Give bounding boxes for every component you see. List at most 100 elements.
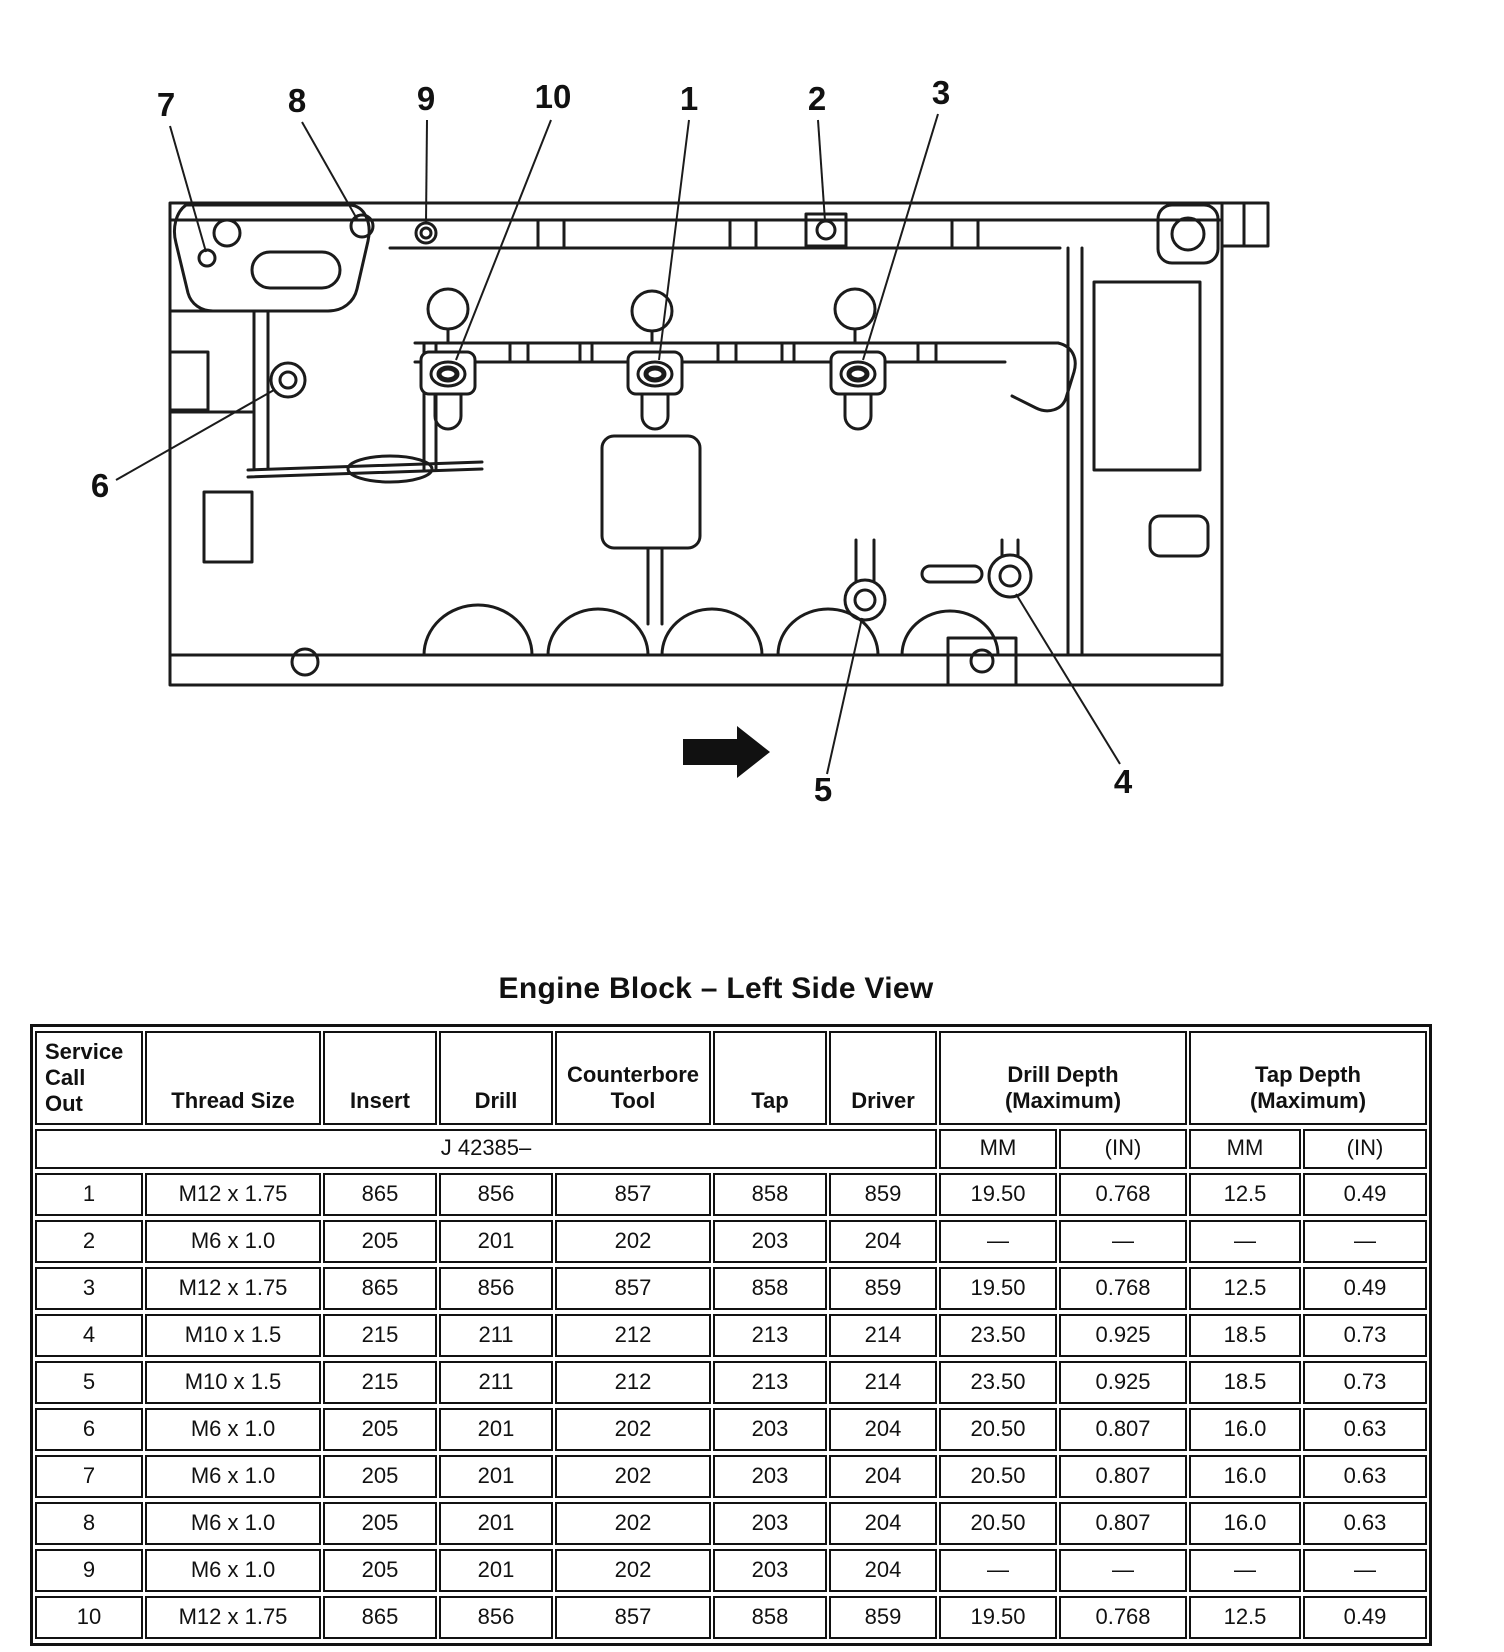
table-cell: — xyxy=(1189,1219,1301,1263)
table-cell: 20.50 xyxy=(939,1454,1057,1498)
table-cell: M12 x 1.75 xyxy=(145,1266,321,1310)
table-cell: 19.50 xyxy=(939,1595,1057,1639)
table-cell: 204 xyxy=(829,1548,937,1592)
table-cell: 858 xyxy=(713,1266,827,1310)
table-cell: 857 xyxy=(555,1172,711,1216)
header-row: Service Call Out Thread Size Insert Dril… xyxy=(35,1031,1427,1125)
table-cell: 213 xyxy=(713,1360,827,1404)
tool-prefix-cell: J 42385– xyxy=(35,1128,937,1169)
col-header-service-call-out: Service Call Out xyxy=(35,1031,143,1125)
table-cell: 203 xyxy=(713,1219,827,1263)
table-cell: 0.768 xyxy=(1059,1595,1187,1639)
table-cell: 16.0 xyxy=(1189,1454,1301,1498)
col-header-tap-depth: Tap Depth (Maximum) xyxy=(1189,1031,1427,1125)
table-cell: 0.768 xyxy=(1059,1266,1187,1310)
table-cell: 865 xyxy=(323,1266,437,1310)
callout-labels: 7 8 9 10 1 2 3 6 5 4 xyxy=(91,74,1133,808)
table-section: Engine Block – Left Side View Service Ca… xyxy=(30,972,1432,1646)
table-cell: 0.63 xyxy=(1303,1454,1427,1498)
table-cell: 858 xyxy=(713,1172,827,1216)
table-cell: 214 xyxy=(829,1313,937,1357)
figure-title: Engine Block – Left Side View xyxy=(498,972,934,1005)
table-cell: 18.5 xyxy=(1189,1313,1301,1357)
service-callout-cell: 7 xyxy=(35,1454,143,1498)
thread-repair-table: Service Call Out Thread Size Insert Dril… xyxy=(30,1024,1432,1646)
col-header-driver: Driver xyxy=(829,1031,937,1125)
service-callout-cell: 2 xyxy=(35,1219,143,1263)
engine-block-figure: 7 8 9 10 1 2 3 6 5 4 xyxy=(91,74,1270,808)
col-header-drill: Drill xyxy=(439,1031,553,1125)
table-cell: 213 xyxy=(713,1313,827,1357)
table-cell: M6 x 1.0 xyxy=(145,1501,321,1545)
table-cell: 20.50 xyxy=(939,1407,1057,1451)
table-cell: 202 xyxy=(555,1407,711,1451)
callout-label-8: 8 xyxy=(288,82,306,119)
service-callout-cell: 4 xyxy=(35,1313,143,1357)
table-cell: 0.807 xyxy=(1059,1454,1187,1498)
service-callout-cell: 5 xyxy=(35,1360,143,1404)
callout-label-4: 4 xyxy=(1114,763,1133,800)
unit-tap-depth-in: (IN) xyxy=(1303,1128,1427,1169)
callout-label-6: 6 xyxy=(91,467,109,504)
table-cell: 203 xyxy=(713,1501,827,1545)
table-cell: — xyxy=(939,1219,1057,1263)
table-cell: 865 xyxy=(323,1172,437,1216)
table-cell: 0.49 xyxy=(1303,1595,1427,1639)
callout-label-3: 3 xyxy=(932,74,950,111)
table-cell: 19.50 xyxy=(939,1172,1057,1216)
table-cell: 19.50 xyxy=(939,1266,1057,1310)
table-cell: M6 x 1.0 xyxy=(145,1219,321,1263)
table-cell: 16.0 xyxy=(1189,1501,1301,1545)
table-cell: 857 xyxy=(555,1595,711,1639)
direction-arrow-icon xyxy=(683,726,770,778)
table-cell: 856 xyxy=(439,1266,553,1310)
table-cell: 0.925 xyxy=(1059,1313,1187,1357)
table-cell: 202 xyxy=(555,1454,711,1498)
table-cell: 0.925 xyxy=(1059,1360,1187,1404)
table-cell: 856 xyxy=(439,1595,553,1639)
table-cell: 201 xyxy=(439,1454,553,1498)
col-header-insert: Insert xyxy=(323,1031,437,1125)
callout-label-10: 10 xyxy=(535,78,572,115)
engine-block-drawing: 7 8 9 10 1 2 3 6 5 4 xyxy=(91,74,1270,808)
table-cell: M6 x 1.0 xyxy=(145,1407,321,1451)
table-cell: 201 xyxy=(439,1219,553,1263)
callout-label-5: 5 xyxy=(814,771,832,808)
table-cell: 0.73 xyxy=(1303,1360,1427,1404)
table-cell: 12.5 xyxy=(1189,1595,1301,1639)
table-cell: 0.63 xyxy=(1303,1407,1427,1451)
callout-label-2: 2 xyxy=(808,80,826,117)
service-callout-cell: 3 xyxy=(35,1266,143,1310)
table-cell: 205 xyxy=(323,1407,437,1451)
unit-drill-depth-in: (IN) xyxy=(1059,1128,1187,1169)
table-cell: 859 xyxy=(829,1595,937,1639)
table-cell: — xyxy=(1189,1548,1301,1592)
table-cell: 215 xyxy=(323,1313,437,1357)
table-cell: 856 xyxy=(439,1172,553,1216)
table-cell: 205 xyxy=(323,1454,437,1498)
table-cell: 205 xyxy=(323,1501,437,1545)
table-cell: 859 xyxy=(829,1172,937,1216)
table-cell: 214 xyxy=(829,1360,937,1404)
table-cell: 0.63 xyxy=(1303,1501,1427,1545)
table-cell: 23.50 xyxy=(939,1360,1057,1404)
table-cell: 12.5 xyxy=(1189,1266,1301,1310)
table-cell: 201 xyxy=(439,1548,553,1592)
table-cell: M10 x 1.5 xyxy=(145,1313,321,1357)
table-cell: — xyxy=(1059,1548,1187,1592)
table-cell: 0.73 xyxy=(1303,1313,1427,1357)
table-cell: 201 xyxy=(439,1407,553,1451)
table-cell: 18.5 xyxy=(1189,1360,1301,1404)
table-cell: 857 xyxy=(555,1266,711,1310)
table-cell: 205 xyxy=(323,1548,437,1592)
table-cell: 203 xyxy=(713,1454,827,1498)
service-callout-cell: 10 xyxy=(35,1595,143,1639)
service-callout-cell: 9 xyxy=(35,1548,143,1592)
table-cell: 211 xyxy=(439,1360,553,1404)
table-cell: M10 x 1.5 xyxy=(145,1360,321,1404)
unit-drill-depth-mm: MM xyxy=(939,1128,1057,1169)
